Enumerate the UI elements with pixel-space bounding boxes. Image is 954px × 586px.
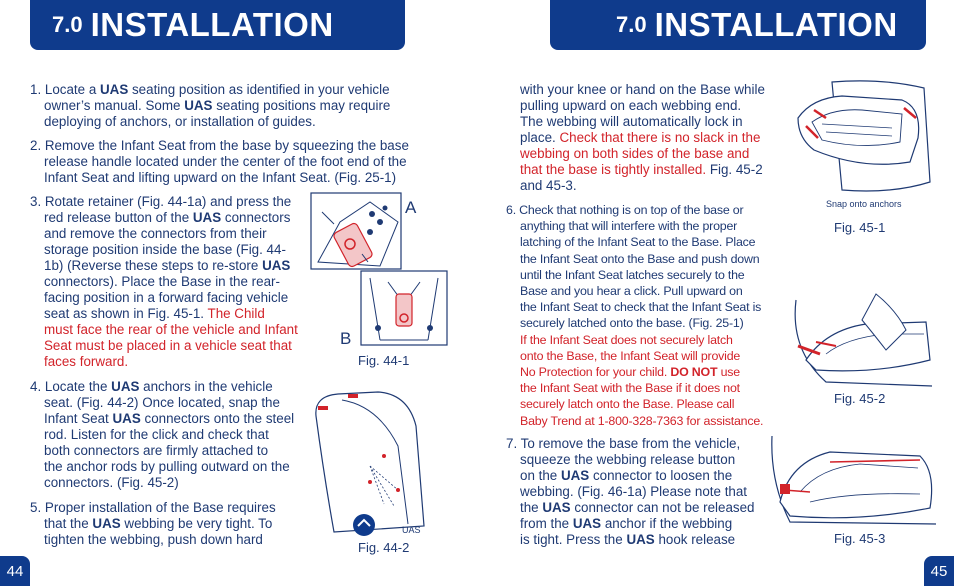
fig-44-1-caption: Fig. 44-1 [358,353,410,368]
page-number-right: 45 [924,556,954,586]
page-number-left: 44 [0,556,30,586]
uas-tag: UAS [402,525,421,535]
step-5-continued: with your knee or hand on the Base while… [520,82,765,193]
step-5: 5. Proper installation of the Base requi… [30,500,276,547]
snap-onto-anchors-caption: Snap onto anchors [826,199,902,209]
fig-44-2-caption: Fig. 44-2 [358,540,410,555]
step-4: 4. Locate the UAS anchors in the vehicle… [30,379,295,490]
fig-label-b: B [340,329,352,348]
step-2: 2. Remove the Infant Seat from the base … [30,138,409,185]
step-3: 3. Rotate retainer (Fig. 44-1a) and pres… [30,194,298,369]
left-page-header: 7.0 INSTALLATION [30,0,405,50]
fig-44-1a-illustration [310,192,402,270]
fig-45-2-caption: Fig. 45-2 [834,391,886,406]
right-page-header: 7.0 INSTALLATION [550,0,926,50]
fig-45-1-illustration [792,78,932,196]
section-number: 7.0 [616,12,647,37]
fig-44-1b-illustration [360,270,448,346]
section-number: 7.0 [52,12,83,37]
fig-45-1-caption: Fig. 45-1 [834,220,886,235]
step-6: 6. Check that nothing is on top of the b… [506,203,764,428]
section-title: INSTALLATION [654,6,898,43]
fig-45-2-illustration [786,290,936,388]
section-title: INSTALLATION [90,6,334,43]
fig-44-2-illustration [298,386,428,536]
step-1: 1. Locate a UAS seating position as iden… [30,82,391,129]
fig-45-3-illustration [770,432,938,528]
fig-label-a: A [405,198,417,217]
fig-45-3-caption: Fig. 45-3 [834,531,886,546]
step-7: 7. To remove the base from the vehicle, … [506,436,755,547]
